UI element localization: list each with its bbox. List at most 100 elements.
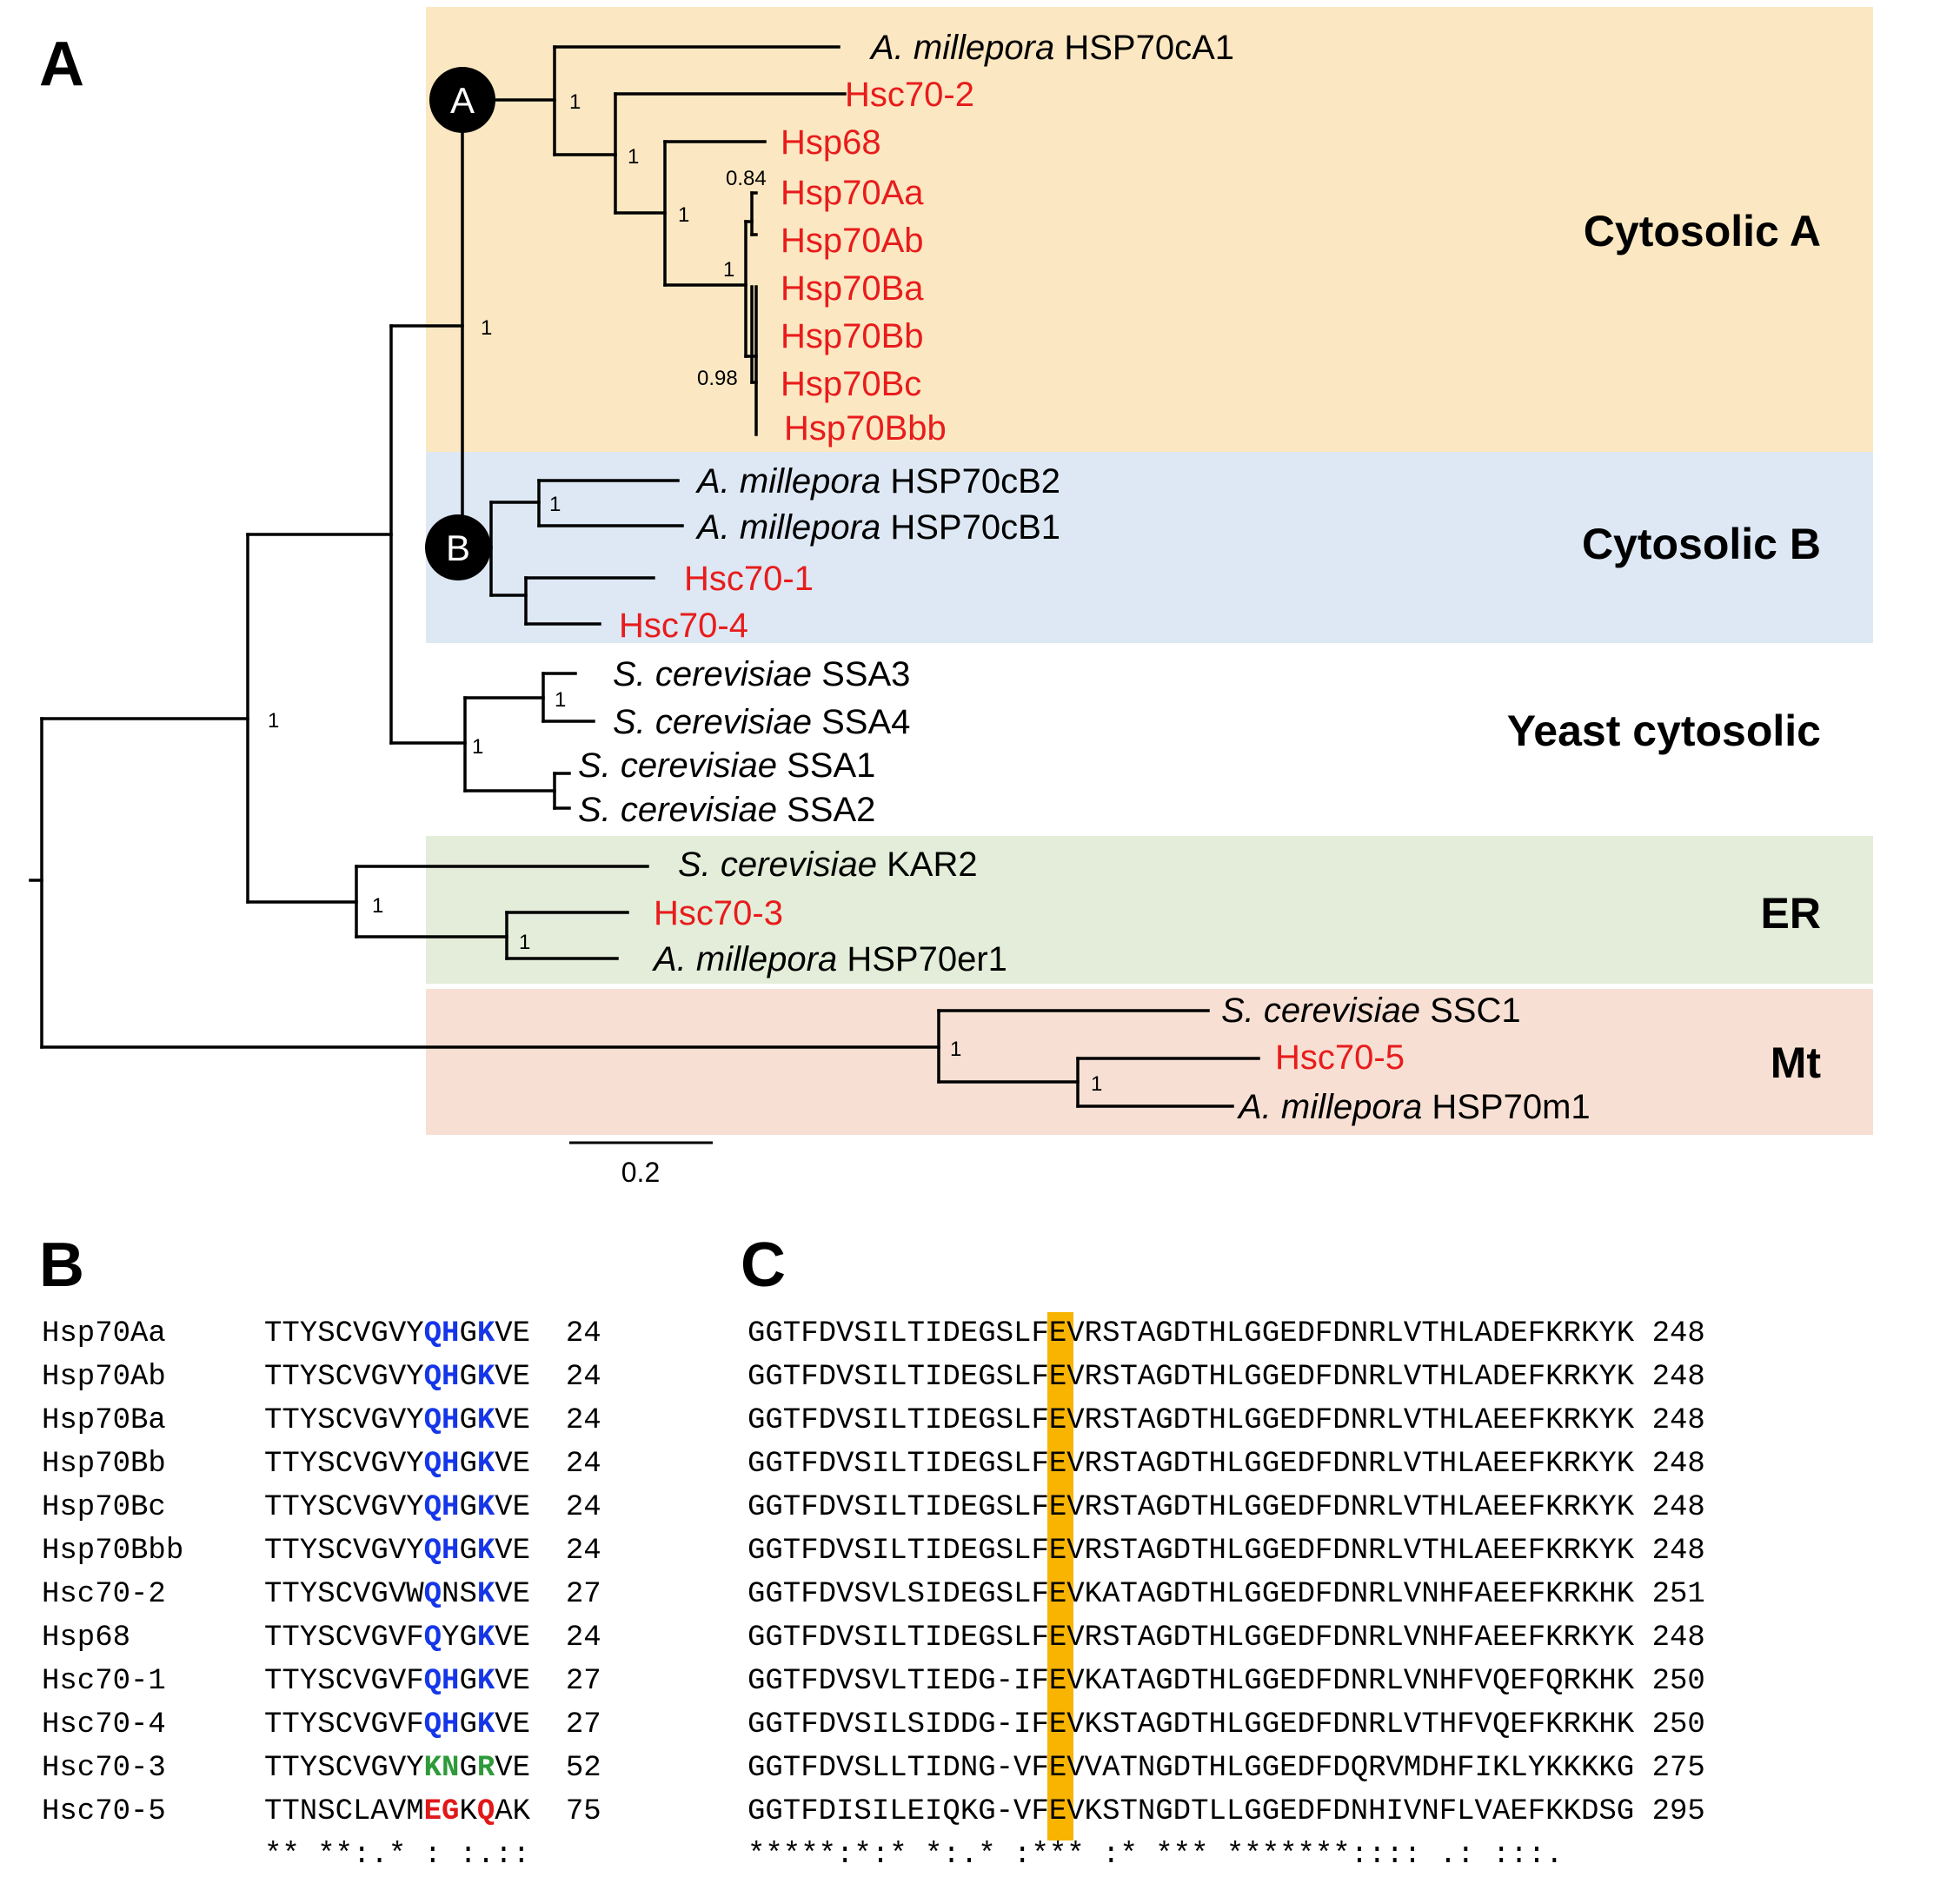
conservation-symbols: *****:*:* *:.* :*** :* *** *******:::: .…	[747, 1839, 1564, 1872]
residue-position: 248	[1651, 1535, 1705, 1568]
taxon-label: Hsp68	[781, 123, 881, 162]
highlighted-residue: QH	[423, 1491, 460, 1524]
taxon-label: Hsc70-2	[845, 76, 974, 114]
highlighted-residue: EG	[423, 1795, 460, 1828]
scale-bar-label: 0.2	[621, 1157, 660, 1188]
taxon-label: S. cerevisiae SSA2	[578, 791, 875, 829]
sequence-segment: VE	[495, 1578, 531, 1611]
residue-position: 248	[1651, 1404, 1705, 1437]
support-value: 1	[569, 90, 581, 114]
sequence-name: Hsc70-4	[42, 1708, 166, 1741]
conservation-symbols: ** **:.* : :.::	[264, 1839, 531, 1872]
sequence-name: Hsp70Bc	[42, 1491, 166, 1524]
sequence-segment: TTYSCVGVF	[264, 1665, 424, 1698]
alignment-row: GGTFDVSVLTIEDG-IFEVKATAGDTHLGGEDFDNRLVNH…	[747, 1660, 1938, 1703]
taxon-label: A. millepora HSP70cB1	[695, 508, 1060, 547]
alignment-row: GGTFDVSILTIDEGSLFEVRSTAGDTHLGGEDFDNRLVTH…	[747, 1399, 1938, 1443]
sequence-segment: TTYSCVGVY	[264, 1404, 424, 1437]
support-value: 1	[1091, 1072, 1102, 1096]
sequence-segment: TTYSCVGVY	[264, 1535, 424, 1568]
support-value: 1	[268, 709, 279, 733]
alignment-row: GGTFDVSILTIDEGSLFEVRSTAGDTHLGGEDFDNRLVTH…	[747, 1486, 1938, 1529]
alignment-row: GGTFDVSILTIDEGSLFEVRSTAGDTHLGGEDFDNRLVTH…	[747, 1356, 1938, 1399]
highlighted-residue: K	[476, 1665, 495, 1698]
taxon-label: Hsp70Bbb	[784, 409, 947, 448]
sequence-segment: GGTFDVSILTIDEGSLFEVRSTAGDTHLGGEDFDNRLVTH…	[747, 1491, 1635, 1524]
residue-position: 248	[1651, 1491, 1705, 1524]
sequence-segment: TTYSCVGVY	[264, 1448, 424, 1481]
taxon-label: Hsp70Ab	[781, 222, 924, 260]
taxon-labels: A. millepora HSP70cA1 Hsc70-2 Hsp68 Hsp7…	[578, 29, 1591, 1126]
taxon-label: A. millepora HSP70m1	[1237, 1088, 1591, 1126]
sequence-segment: YG	[442, 1622, 477, 1655]
highlighted-residue: QH	[423, 1665, 460, 1698]
residue-position: 248	[1651, 1448, 1705, 1481]
support-value: 1	[472, 735, 483, 759]
sequence-segment: VE	[495, 1361, 531, 1394]
taxon-label: Hsc70-1	[684, 560, 814, 598]
gap-highlight-column	[1047, 1312, 1073, 1841]
sequence-segment: GGTFDVSILTIDEGSLFEVRSTAGDTHLGGEDFDNRLVNH…	[747, 1622, 1635, 1655]
sequence-segment: TTYSCVGVY	[264, 1752, 424, 1785]
highlighted-residue: K	[476, 1578, 495, 1611]
sequence-segment: VE	[495, 1535, 531, 1568]
support-value: 1	[950, 1038, 961, 1061]
support-value: 1	[678, 203, 689, 227]
sequence-segment: AK	[495, 1795, 531, 1828]
highlighted-residue: K	[476, 1622, 495, 1655]
highlighted-residue: Q	[423, 1578, 442, 1611]
sequence-segment: GGTFDVSILTIDEGSLFEVRSTAGDTHLGGEDFDNRLVTH…	[747, 1317, 1635, 1350]
highlighted-residue: K	[476, 1361, 495, 1394]
sequence-name: Hsc70-3	[42, 1752, 166, 1785]
sequence-segment: VE	[495, 1752, 531, 1785]
sequence-segment: VE	[495, 1317, 531, 1350]
taxon-label: Hsc70-4	[619, 607, 748, 645]
residue-position: 24	[565, 1448, 601, 1481]
clade-label-cytosolic-a: Cytosolic A	[1584, 207, 1821, 255]
sequence-segment: G	[459, 1448, 477, 1481]
alignment-row: GGTFDVSILTIDEGSLFEVRSTAGDTHLGGEDFDNRLVTH…	[747, 1312, 1938, 1356]
taxon-label: A. millepora HSP70cA1	[869, 29, 1234, 67]
sequence-name: Hsp68	[42, 1622, 131, 1655]
taxon-label: S. cerevisiae SSA1	[578, 746, 875, 785]
alignment-row: GGTFDVSILTIDEGSLFEVRSTAGDTHLGGEDFDNRLVTH…	[747, 1529, 1938, 1573]
support-value: 1	[628, 145, 639, 169]
alignment-row: GGTFDVSILTIDEGSLFEVRSTAGDTHLGGEDFDNRLVTH…	[747, 1443, 1938, 1486]
taxon-label: S. cerevisiae SSA3	[613, 655, 910, 693]
taxon-label: Hsc70-3	[654, 894, 783, 932]
sequence-segment: GGTFDVSILTIDEGSLFEVRSTAGDTHLGGEDFDNRLVTH…	[747, 1404, 1635, 1437]
highlighted-residue: QH	[423, 1448, 460, 1481]
panel-label-a: A	[39, 30, 84, 99]
taxon-label: Hsp70Ba	[781, 269, 924, 308]
support-value: 0.98	[697, 367, 738, 390]
sequence-segment: NS	[442, 1578, 477, 1611]
node-marker-b: B	[425, 514, 491, 580]
residue-position: 24	[565, 1535, 601, 1568]
sequence-segment: G	[459, 1665, 477, 1698]
taxon-label: Hsp70Aa	[781, 174, 924, 212]
residue-position: 24	[565, 1317, 601, 1350]
sequence-name: Hsp70Ab	[42, 1361, 166, 1394]
highlighted-residue: QH	[423, 1535, 460, 1568]
clade-label-mt: Mt	[1771, 1038, 1822, 1087]
sequence-segment: TTNSCLAVM	[264, 1795, 424, 1828]
support-values: 1 1 1 0.84 1 0.98 1 1 1 1 1 1 1 1 1	[268, 90, 1102, 1096]
sequence-segment: GGTFDVSLLTIDNG-VFEVVATNGDTHLGGEDFDQRVMDH…	[747, 1752, 1635, 1785]
sequence-segment: GGTFDVSILTIDEGSLFEVRSTAGDTHLGGEDFDNRLVTH…	[747, 1448, 1635, 1481]
taxon-label: S. cerevisiae SSC1	[1221, 992, 1521, 1030]
residue-position: 250	[1651, 1665, 1705, 1698]
residue-position: 75	[565, 1795, 601, 1828]
sequence-segment: TTYSCVGVF	[264, 1622, 424, 1655]
sequence-segment: G	[459, 1404, 477, 1437]
sequence-segment: GGTFDVSILTIDEGSLFEVRSTAGDTHLGGEDFDNRLVTH…	[747, 1535, 1635, 1568]
sequence-segment: GGTFDVSILTIDEGSLFEVRSTAGDTHLGGEDFDNRLVTH…	[747, 1361, 1635, 1394]
sequence-name: Hsc70-2	[42, 1578, 166, 1611]
alignment-row: GGTFDVSLLTIDNG-VFEVVATNGDTHLGGEDFDQRVMDH…	[747, 1747, 1938, 1790]
